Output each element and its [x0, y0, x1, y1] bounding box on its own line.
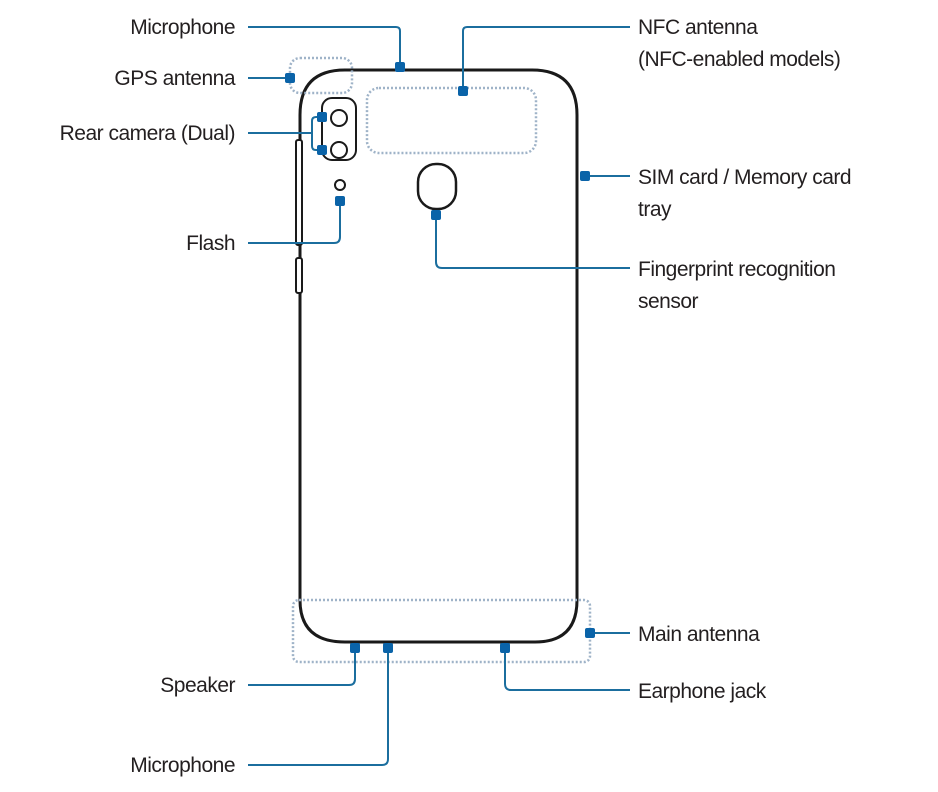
- dot-flash: [335, 196, 345, 206]
- leader-microphone-top: [248, 26, 401, 67]
- label-main-antenna: Main antenna: [638, 623, 760, 646]
- leader-fingerprint: [435, 215, 630, 269]
- label-gps-antenna: GPS antenna: [114, 67, 235, 90]
- dot-sim: [580, 171, 590, 181]
- label-microphone-bottom: Microphone: [130, 754, 235, 777]
- label-speaker: Speaker: [160, 674, 235, 697]
- dot-earphone: [500, 643, 510, 653]
- dot-nfc: [458, 86, 468, 96]
- phone-outline: [298, 68, 579, 644]
- label-microphone-top: Microphone: [130, 16, 235, 39]
- label-fingerprint-2: sensor: [638, 290, 699, 313]
- callout-dots: [285, 62, 595, 653]
- leader-speaker: [248, 648, 356, 686]
- leader-earphone: [504, 648, 630, 691]
- fingerprint-sensor: [416, 162, 458, 211]
- dot-main-antenna: [585, 628, 595, 638]
- leader-microphone-bottom: [248, 648, 389, 766]
- dot-gps: [285, 73, 295, 83]
- leader-nfc: [462, 26, 630, 91]
- dot-camera-1: [317, 112, 327, 122]
- dot-microphone-bottom: [383, 643, 393, 653]
- label-sim-1: SIM card / Memory card: [638, 166, 851, 189]
- dot-microphone-top: [395, 62, 405, 72]
- leader-camera: [248, 116, 322, 151]
- camera-lens-icon: [330, 141, 348, 159]
- leader-flash: [248, 201, 341, 244]
- dot-fingerprint: [431, 210, 441, 220]
- flash-icon: [334, 179, 346, 191]
- label-nfc-2: (NFC-enabled models): [638, 48, 840, 71]
- label-nfc-1: NFC antenna: [638, 16, 758, 39]
- label-rear-camera: Rear camera (Dual): [60, 122, 235, 145]
- label-sim-2: tray: [638, 198, 672, 221]
- label-earphone-jack: Earphone jack: [638, 680, 767, 703]
- nfc-antenna-area: [365, 86, 538, 155]
- camera-module: [321, 97, 357, 161]
- dot-camera-2: [317, 145, 327, 155]
- side-key: [295, 257, 303, 294]
- label-fingerprint-1: Fingerprint recognition: [638, 258, 835, 281]
- label-flash: Flash: [186, 232, 235, 255]
- main-antenna-area: [291, 598, 592, 664]
- camera-lens-icon: [330, 109, 348, 127]
- volume-key: [295, 139, 303, 246]
- dot-speaker: [350, 643, 360, 653]
